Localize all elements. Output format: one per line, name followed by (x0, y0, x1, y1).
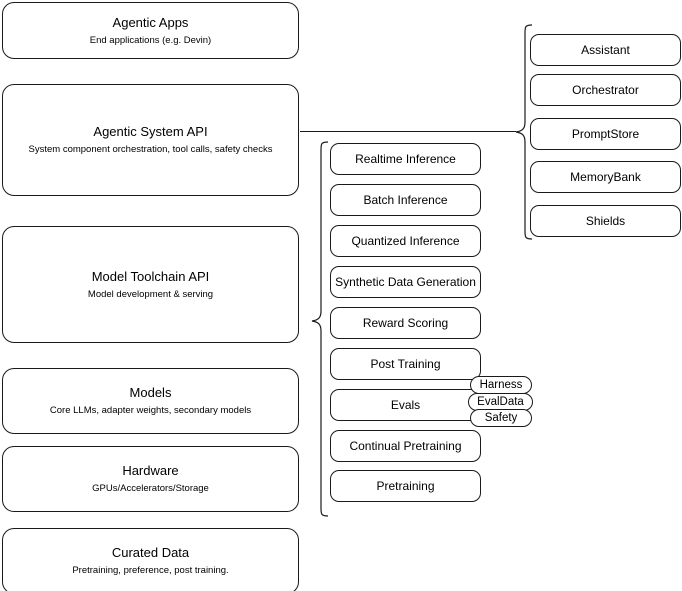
layer-box-curated-data[interactable]: Curated Data Pretraining, preference, po… (2, 528, 299, 591)
chip-shields[interactable]: Shields (530, 205, 681, 237)
layer-title: Agentic System API (93, 124, 208, 139)
chip-pretraining[interactable]: Pretraining (330, 470, 481, 502)
layer-subtitle: GPUs/Accelerators/Storage (92, 483, 209, 494)
chip-orchestrator[interactable]: Orchestrator (530, 74, 681, 106)
layer-box-agentic-system-api[interactable]: Agentic System API System component orch… (2, 84, 299, 196)
layer-subtitle: Core LLMs, adapter weights, secondary mo… (49, 405, 252, 416)
layer-title: Agentic Apps (112, 14, 189, 30)
pill-safety[interactable]: Safety (470, 409, 532, 427)
brace-toolchain-capabilities (311, 141, 329, 517)
layer-title: Hardware (122, 463, 179, 478)
chip-promptstore[interactable]: PromptStore (530, 118, 681, 150)
layer-box-agentic-apps[interactable]: Agentic Apps End applications (e.g. Devi… (2, 2, 299, 59)
pill-evaldata[interactable]: EvalData (468, 393, 533, 411)
chip-continual-pretraining[interactable]: Continual Pretraining (330, 430, 481, 462)
layer-box-models[interactable]: Models Core LLMs, adapter weights, secon… (2, 368, 299, 434)
chip-realtime-inference[interactable]: Realtime Inference (330, 143, 481, 175)
chip-quantized-inference[interactable]: Quantized Inference (330, 225, 481, 257)
layer-box-hardware[interactable]: Hardware GPUs/Accelerators/Storage (2, 446, 299, 512)
brace-system-components (515, 24, 533, 240)
connector-agentic-system-api-to-components (300, 131, 516, 132)
chip-reward-scoring[interactable]: Reward Scoring (330, 307, 481, 339)
layer-subtitle: Model development & serving (87, 288, 214, 300)
layer-subtitle: System component orchestration, tool cal… (28, 144, 273, 155)
layer-box-model-toolchain-api[interactable]: Model Toolchain API Model development & … (2, 226, 299, 343)
layer-title: Models (129, 385, 172, 400)
chip-post-training[interactable]: Post Training (330, 348, 481, 380)
layer-title: Model Toolchain API (91, 268, 210, 284)
chip-memorybank[interactable]: MemoryBank (530, 161, 681, 193)
pill-harness[interactable]: Harness (470, 376, 532, 394)
layer-subtitle: End applications (e.g. Devin) (89, 34, 212, 46)
chip-assistant[interactable]: Assistant (530, 34, 681, 66)
layer-subtitle: Pretraining, preference, post training. (72, 565, 229, 576)
chip-batch-inference[interactable]: Batch Inference (330, 184, 481, 216)
chip-evals[interactable]: Evals (330, 389, 481, 421)
chip-synthetic-data-generation[interactable]: Synthetic Data Generation (330, 266, 481, 298)
layer-title: Curated Data (111, 545, 190, 560)
